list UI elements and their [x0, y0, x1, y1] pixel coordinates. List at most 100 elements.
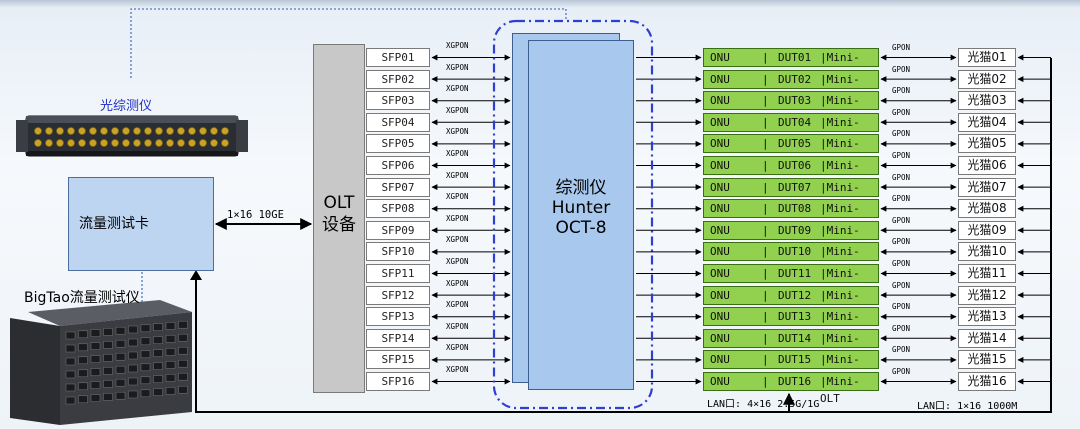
xgpon-label: XGPON — [446, 105, 469, 115]
gpon-label: GPON — [892, 172, 911, 182]
gpon-label: GPON — [892, 237, 911, 247]
olt-label-line2: 设备 — [322, 215, 356, 235]
bigtao-port — [78, 343, 88, 352]
dut-box: ONU|DUT13|Mini-OLT — [703, 307, 879, 340]
bigtao-port — [165, 335, 176, 343]
xgpon-label: XGPON — [446, 127, 469, 137]
dut-id: DUT02 — [778, 72, 812, 86]
dut-id: DUT08 — [778, 202, 812, 216]
optical-port — [34, 127, 43, 136]
sfp-port: SFP05 — [366, 134, 430, 154]
dut-onu: ONU — [710, 245, 730, 259]
xgpon-label: XGPON — [446, 300, 469, 310]
top-band — [0, 0, 1080, 8]
bigtao-port — [103, 367, 113, 375]
gpon-label: GPON — [892, 64, 911, 74]
dut-id: DUT16 — [778, 375, 812, 388]
dut-box: ONU|DUT04|Mini-OLT — [703, 112, 879, 146]
optical-cat: 光猫13 — [958, 307, 1016, 327]
optical-cat: 光猫14 — [958, 328, 1016, 348]
sfp-port: SFP10 — [366, 242, 430, 262]
dut-box: ONU|DUT12|Mini-OLT — [703, 285, 879, 319]
optical-port — [198, 138, 207, 147]
dut-id: DUT11 — [778, 267, 812, 280]
sfp-port: SFP16 — [366, 372, 430, 391]
sfp-port: SFP13 — [366, 307, 430, 327]
sfp-port: SFP06 — [366, 156, 430, 175]
bigtao-port — [178, 372, 188, 381]
dut-id: DUT04 — [778, 115, 812, 129]
optical-port — [111, 138, 120, 147]
dut-sep: | — [762, 353, 769, 367]
optical-cat: 光猫16 — [958, 372, 1016, 391]
bigtao-port — [153, 362, 163, 370]
bigtao-port — [115, 326, 126, 335]
optical-cat: 光猫05 — [958, 134, 1016, 154]
bigtao-port — [128, 338, 138, 347]
bigtao-port — [178, 359, 188, 368]
bigtao-port — [90, 394, 101, 402]
dut-sep: | — [762, 159, 769, 172]
loop-arrowhead — [190, 270, 202, 280]
bigtao-port — [65, 344, 76, 353]
optical-port — [67, 138, 76, 147]
gpon-label: GPON — [892, 43, 911, 52]
optical-cat: 光猫07 — [958, 177, 1016, 197]
optical-port — [132, 138, 141, 147]
optical-cat: 光猫15 — [958, 350, 1016, 370]
bigtao-port — [178, 346, 188, 355]
gpon-label: GPON — [892, 302, 911, 312]
optical-cat: 光猫11 — [958, 264, 1016, 283]
dut-id: DUT06 — [778, 159, 812, 172]
hunter-label: 综测仪 Hunter OCT-8 — [528, 178, 634, 238]
dut-box: ONU|DUT08|Mini-OLT — [703, 199, 879, 232]
dut-sep: | — [762, 267, 769, 280]
dut-onu: ONU — [710, 202, 730, 216]
dut-sep: | — [762, 310, 769, 324]
optical-cat: 光猫02 — [958, 69, 1016, 89]
optical-port — [220, 127, 229, 136]
optical-port — [56, 127, 65, 136]
dut-onu: ONU — [710, 267, 730, 280]
dut-onu: ONU — [710, 375, 730, 388]
optical-tester-link — [130, 8, 567, 78]
dut-box: ONU|DUT03|Mini-OLT — [703, 91, 879, 124]
dut-box: ONU|DUT05|Mini-OLT — [703, 134, 879, 167]
bigtao-port — [65, 331, 76, 340]
bigtao-port — [65, 383, 76, 392]
optical-port — [89, 127, 98, 136]
gpon-label: GPON — [892, 151, 911, 160]
sfp-port: SFP01 — [366, 48, 430, 67]
xgpon-label: XGPON — [446, 365, 469, 374]
dut-onu: ONU — [710, 288, 730, 302]
bigtao-port — [165, 322, 176, 330]
bigtao-port — [115, 352, 126, 361]
bigtao-port — [165, 348, 176, 356]
dut-box: ONU|DUT07|Mini-OLT — [703, 177, 879, 211]
bigtao-port — [78, 395, 88, 404]
hunter-label-line3: OCT-8 — [555, 218, 607, 238]
optical-tester-device — [16, 115, 248, 157]
dut-onu: ONU — [710, 331, 730, 345]
optical-cat: 光猫06 — [958, 156, 1016, 175]
bigtao-port — [128, 351, 138, 360]
bigtao-port — [178, 385, 188, 394]
dut-onu: ONU — [710, 94, 730, 108]
bigtao-port — [90, 368, 101, 376]
sfp-port: SFP14 — [366, 328, 430, 348]
optical-port — [187, 127, 196, 136]
optical-port — [165, 138, 174, 147]
bigtao-port — [165, 361, 176, 369]
hunter-label-line1: 综测仪 — [555, 178, 607, 198]
gpon-label: GPON — [892, 323, 911, 333]
dut-onu: ONU — [710, 115, 730, 129]
bigtao-port — [90, 381, 101, 389]
dut-id: DUT09 — [778, 223, 812, 237]
row-connectors — [431, 54, 1051, 385]
bigtao-port — [140, 376, 151, 385]
traffic-card-label: 流量测试卡 — [79, 216, 149, 232]
optical-port — [45, 127, 54, 136]
optical-port — [154, 127, 163, 136]
optical-port — [220, 138, 229, 147]
dut-id: DUT13 — [778, 310, 812, 324]
